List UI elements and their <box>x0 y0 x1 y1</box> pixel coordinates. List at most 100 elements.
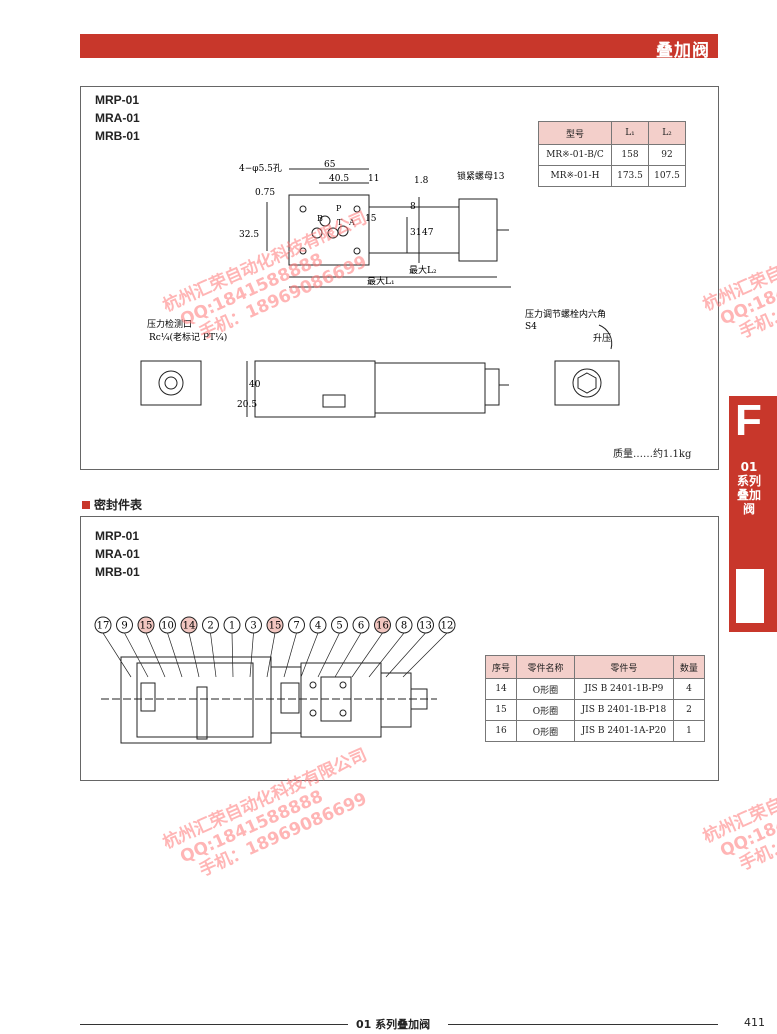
table-cell: 2 <box>672 699 706 721</box>
mount-hole <box>353 205 361 213</box>
col-header: 零件号 <box>573 655 674 679</box>
leader-line <box>351 632 383 678</box>
seal-table: 序号 零件名称 零件号 数量 14 O形圈 JIS B 2401-1B-P9 4… <box>484 655 706 742</box>
model-label: MRB-01 <box>95 129 140 143</box>
balloon-label: 6 <box>358 621 364 632</box>
leader-line <box>102 632 132 678</box>
section-tab[interactable]: F 01系列叠加阀 <box>729 396 777 632</box>
balloon-label: 9 <box>121 621 127 632</box>
balloon-label: 17 <box>97 621 110 632</box>
gauge-port-label: 压力检测口 <box>147 318 192 330</box>
col-header: 零件名称 <box>516 655 575 679</box>
footer-rule <box>80 1024 348 1025</box>
adjust-bolt-circle <box>572 368 602 398</box>
dim-32-5: 32.5 <box>239 230 259 240</box>
balloon-label: 15 <box>140 621 153 632</box>
col-header: 序号 <box>484 655 518 679</box>
leader-line <box>167 632 183 678</box>
port-circle <box>311 227 323 239</box>
raise-label: 升压 <box>593 333 611 344</box>
port-slot <box>322 394 346 408</box>
balloon-label: 12 <box>441 621 454 632</box>
dimension-drawing-panel: MRP-01 MRA-01 MRB-01 型号 L₁ L₂ MR※-01-B/C… <box>80 86 719 470</box>
leader-line <box>145 632 166 678</box>
model-label: MRP-01 <box>95 93 140 107</box>
balloon-label: 4 <box>315 621 321 632</box>
dim-15: 15 <box>365 214 377 224</box>
model-list: MRP-01 MRA-01 MRB-01 <box>95 91 140 145</box>
port-a-label: A <box>348 218 355 227</box>
table-cell: 16 <box>484 720 518 742</box>
table-cell: JIS B 2401-1B-P9 <box>573 678 674 700</box>
leader-line <box>317 632 340 678</box>
max-l1-label: 最大L₁ <box>367 275 395 287</box>
model-label: MRA-01 <box>95 547 140 561</box>
model-label: MRP-01 <box>95 529 140 543</box>
dim-40: 40 <box>249 380 261 390</box>
mass-note: 质量……约1.1kg <box>613 449 692 460</box>
s4-label: S4 <box>525 322 537 332</box>
dim-31: 31 <box>410 228 421 238</box>
balloon-label: 2 <box>207 621 213 632</box>
locknut-label: 锁紧螺母13 <box>457 170 505 182</box>
valve-side-view <box>254 360 376 418</box>
square-bullet-icon <box>82 501 90 509</box>
dim-20-5: 20.5 <box>237 400 257 410</box>
balloon-label: 8 <box>401 621 407 632</box>
balloon-label: 1 <box>229 621 235 632</box>
table-cell: O形圈 <box>516 699 575 721</box>
balloon-label: 5 <box>336 621 342 632</box>
table-cell: 15 <box>484 699 518 721</box>
balloon-label: 16 <box>376 621 389 632</box>
table-row: 14 O形圈 JIS B 2401-1B-P9 4 <box>484 678 706 700</box>
table-cell: 1 <box>672 720 706 742</box>
model-label: MRA-01 <box>95 111 140 125</box>
dim-40-5: 40.5 <box>329 174 349 184</box>
port-circle <box>337 225 349 237</box>
adjust-bolt-label: 压力调节螺栓内六角 <box>525 308 606 320</box>
dim-65: 65 <box>324 160 336 170</box>
leader-line <box>231 632 234 678</box>
seal-title-text: 密封件表 <box>94 498 143 512</box>
table-cell: 107.5 <box>648 165 686 187</box>
leader-line <box>368 632 405 678</box>
port-t-label: T <box>337 218 343 227</box>
balloon-label: 7 <box>293 621 299 632</box>
balloon-label: 3 <box>250 621 256 632</box>
balloon-label: 15 <box>269 621 282 632</box>
header-title: 叠加阀 <box>656 41 710 61</box>
model-label: MRB-01 <box>95 565 140 579</box>
leader-line <box>385 632 426 678</box>
valve-section <box>101 656 437 744</box>
dim-0-75: 0.75 <box>255 188 275 198</box>
dim-47: 47 <box>422 228 434 238</box>
table-row: 16 O形圈 JIS B 2401-1A-P20 1 <box>484 720 706 742</box>
leader-line <box>283 632 297 678</box>
leader-line <box>249 632 254 678</box>
table-cell: 14 <box>484 678 518 700</box>
outline-drawing: 4−φ5.5孔 65 40.5 11 1.8 0.75 32.5 15 8 31… <box>140 160 620 418</box>
port-p-label: P <box>336 204 342 213</box>
seal-model-list: MRP-01 MRA-01 MRB-01 <box>95 527 140 581</box>
raise-arrow <box>598 324 613 350</box>
dimension-table: 型号 L₁ L₂ MR※-01-B/C 158 92 MR※-01-H 173.… <box>538 121 686 187</box>
mount-hole <box>299 205 307 213</box>
leader-line <box>188 632 200 678</box>
leader-line <box>334 632 362 678</box>
mount-hole <box>299 247 307 255</box>
max-l2-label: 最大L₂ <box>409 264 437 276</box>
adjust-cap-top <box>458 198 498 262</box>
leader-line <box>300 632 319 678</box>
page-number: 411 <box>744 1016 765 1029</box>
leader-line <box>124 632 149 678</box>
leader-line <box>402 632 448 678</box>
table-cell: 4 <box>672 678 706 700</box>
dim-1-8: 1.8 <box>414 176 429 186</box>
valve-symbol-icon <box>735 568 765 624</box>
watermark: 杭州汇荣自 QQ:184 手机： <box>700 794 777 883</box>
table-cell: JIS B 2401-1A-P20 <box>573 720 674 742</box>
dim-8: 8 <box>410 202 416 212</box>
mount-hole <box>353 247 361 255</box>
